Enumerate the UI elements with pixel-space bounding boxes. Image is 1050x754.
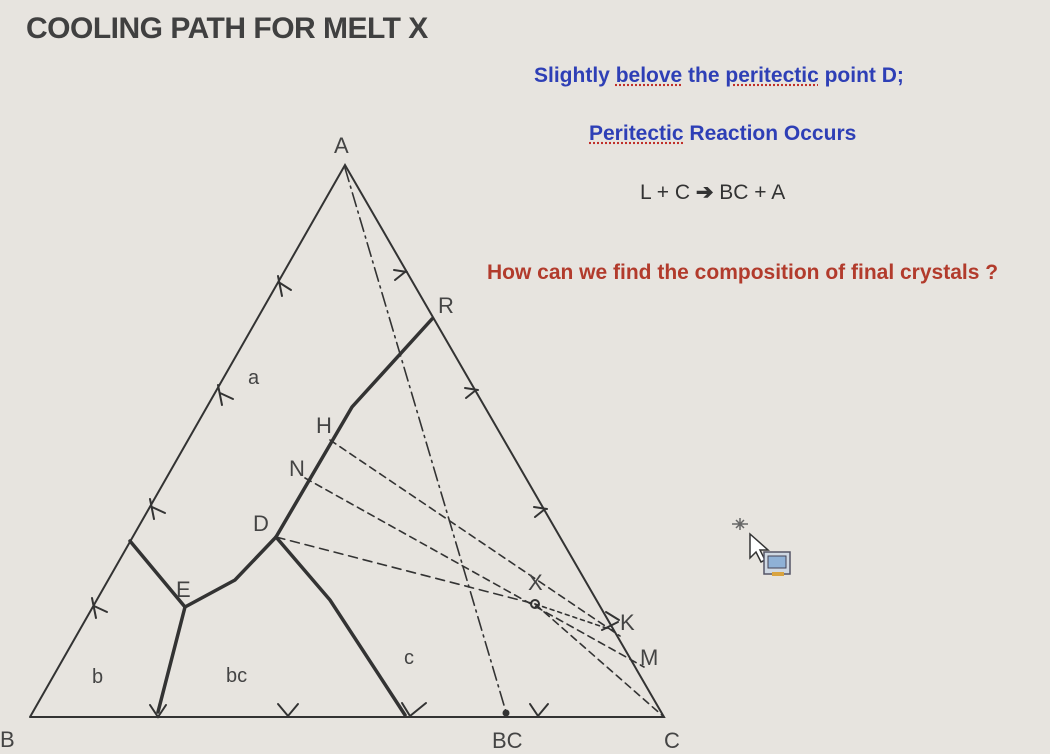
boundary-bc-c xyxy=(274,535,407,717)
label-X: X xyxy=(528,570,543,595)
field-label-b: b xyxy=(92,666,103,688)
edge-tick xyxy=(393,269,408,281)
point-X xyxy=(530,599,540,609)
label-M: M xyxy=(640,645,658,670)
reaction-equation: L + C ➔ BC + A xyxy=(640,181,786,204)
edge-tick xyxy=(533,506,548,518)
label-A: A xyxy=(334,133,349,158)
edge-tick xyxy=(149,498,166,520)
point-BC xyxy=(502,709,510,717)
screen-capture-icon xyxy=(763,551,791,576)
label-R: R xyxy=(438,293,454,318)
field-label-a: a xyxy=(248,367,260,389)
cursor-icon xyxy=(728,514,798,585)
edge-tick xyxy=(601,611,620,631)
edge-tick xyxy=(277,275,292,297)
note-reaction-occurs: Peritectic Reaction Occurs xyxy=(589,122,857,145)
label-K: K xyxy=(620,610,635,635)
field-label-bc: bc xyxy=(226,665,247,687)
page-title: COOLING PATH FOR MELT X xyxy=(26,12,428,45)
edge-tick xyxy=(217,384,234,406)
path-N-M xyxy=(304,477,645,668)
label-BC: BC xyxy=(492,728,523,753)
base-tick xyxy=(529,703,549,718)
path-H-K xyxy=(329,439,621,637)
boundary-D-R xyxy=(274,317,434,539)
note-peritectic-point: Slightly belove the peritectic point D; xyxy=(534,64,904,87)
path-X-C xyxy=(534,603,665,718)
triangle-outline xyxy=(29,162,666,718)
note-question: How can we find the composition of final… xyxy=(487,261,999,284)
join-A-BC xyxy=(344,167,507,713)
arrow-icon: ➔ xyxy=(695,181,714,204)
boundary-a-b xyxy=(128,539,187,609)
edge-tick xyxy=(91,597,108,619)
base-tick xyxy=(401,702,427,718)
edge-tick xyxy=(464,387,479,399)
path-D-X xyxy=(275,536,536,605)
label-E: E xyxy=(176,577,191,602)
boundary-E-D xyxy=(183,535,278,609)
boundary-b-bc xyxy=(156,605,187,714)
base-tick xyxy=(277,703,299,718)
label-D: D xyxy=(253,511,269,536)
field-label-c: c xyxy=(404,647,414,669)
label-B: B xyxy=(0,727,15,752)
label-C: C xyxy=(664,728,680,753)
label-N: N xyxy=(289,456,305,481)
base-tick xyxy=(149,704,167,719)
label-H: H xyxy=(316,413,332,438)
path-X-K xyxy=(534,603,613,631)
